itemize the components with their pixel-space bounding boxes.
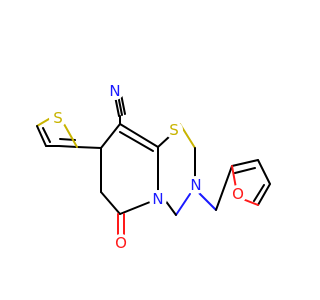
molecule-structure: N S S N N O O xyxy=(36,82,271,252)
bond-c7-c6 xyxy=(100,191,121,215)
bonds xyxy=(36,93,271,237)
carbonyl-o-label: O xyxy=(115,234,127,252)
bond-c9-c8a-double xyxy=(119,131,154,152)
thiophene-bond-4 xyxy=(36,125,47,147)
ring-n-label: N xyxy=(190,176,201,194)
thiadiazine-s-label: S xyxy=(169,121,179,139)
bond-c8-thiophene xyxy=(76,146,102,149)
furan-bond-3 xyxy=(257,183,271,206)
bond-c8a-s xyxy=(157,135,171,148)
bond-ch2-lower-n xyxy=(164,199,177,216)
bond-c9-c8a xyxy=(119,123,159,148)
thiophene-bond-4-double xyxy=(42,127,51,143)
thiophene-bond-1 xyxy=(58,145,78,148)
thiophene-s-label: S xyxy=(53,109,63,127)
bond-ch2-furan xyxy=(215,165,233,211)
bond-n-ch2-lower xyxy=(175,193,191,216)
bond-c9-c8 xyxy=(100,123,121,149)
nitrile-triple-bond-3 xyxy=(120,93,126,115)
furan-bond-5 xyxy=(231,165,237,189)
furan-bond-1-double xyxy=(234,167,256,174)
furan-bond-3-double xyxy=(253,184,265,202)
thiophene-bond-2 xyxy=(63,123,78,148)
bond-n-ch2-furan xyxy=(198,192,217,211)
atom-labels: N S S N N O O xyxy=(49,82,247,252)
bond-c6-n xyxy=(119,201,151,215)
furan-bond-2 xyxy=(257,159,271,185)
furan-bond-1 xyxy=(231,159,259,167)
furan-o-label: O xyxy=(232,185,244,203)
nitrile-n-label: N xyxy=(109,82,120,100)
bridgehead-n-label: N xyxy=(152,190,163,208)
